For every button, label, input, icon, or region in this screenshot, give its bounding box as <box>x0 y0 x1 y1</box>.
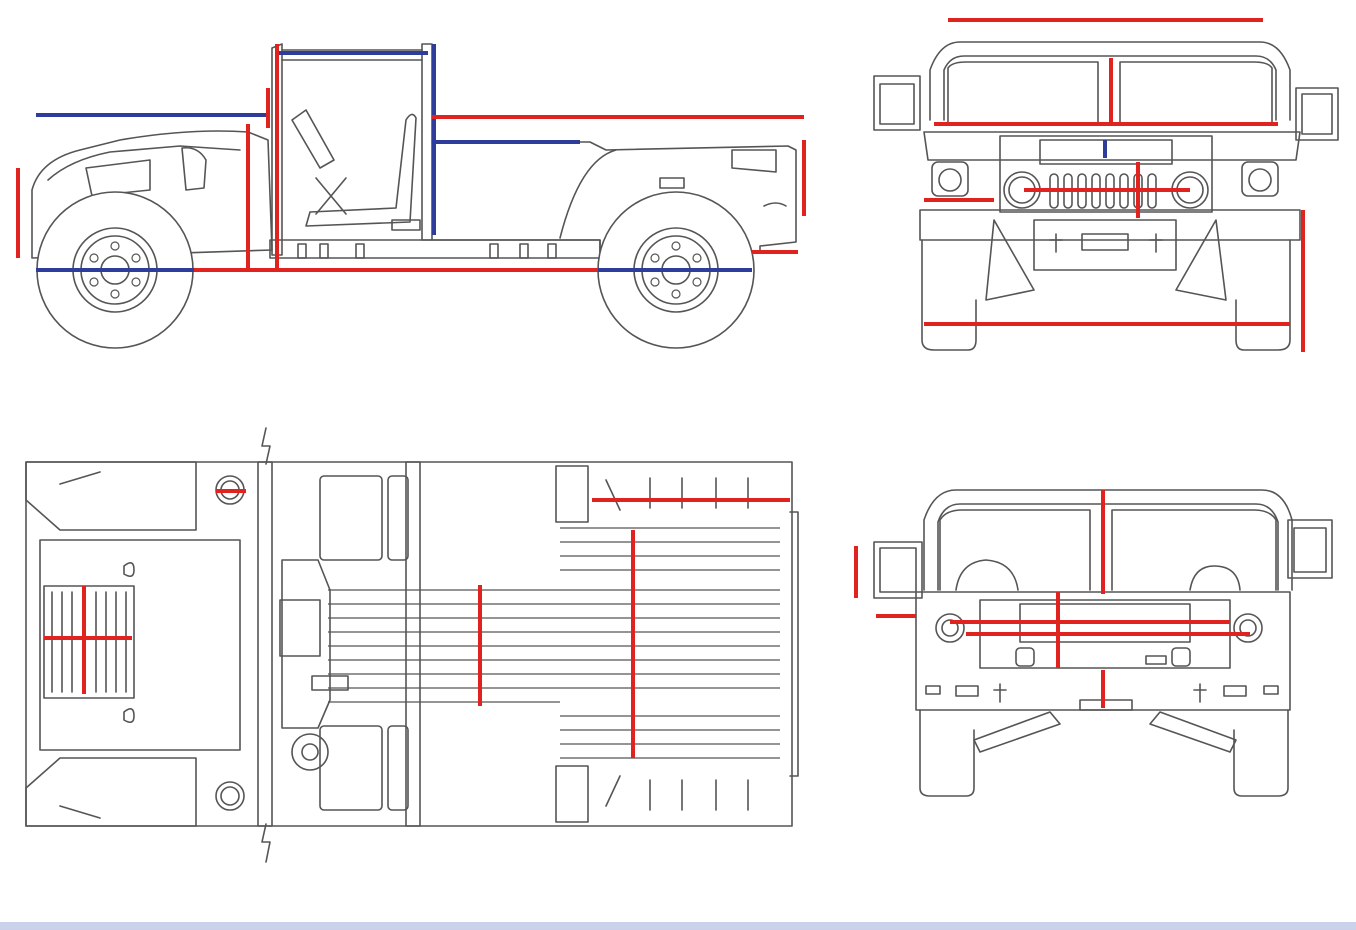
front-measure-lines <box>924 18 1305 352</box>
side-body-outline <box>31 43 797 259</box>
top-body-outline <box>25 427 799 863</box>
side-view <box>16 43 806 349</box>
rear-measure-lines <box>854 490 1250 708</box>
rear-body-outline <box>873 489 1333 797</box>
side-measure-lines <box>16 44 806 272</box>
footer-bar <box>0 922 1356 930</box>
top-measure-lines <box>44 489 790 758</box>
top-view <box>25 427 799 863</box>
front-body-outline <box>873 41 1339 351</box>
front-view <box>873 18 1339 352</box>
rear-view <box>854 489 1333 797</box>
